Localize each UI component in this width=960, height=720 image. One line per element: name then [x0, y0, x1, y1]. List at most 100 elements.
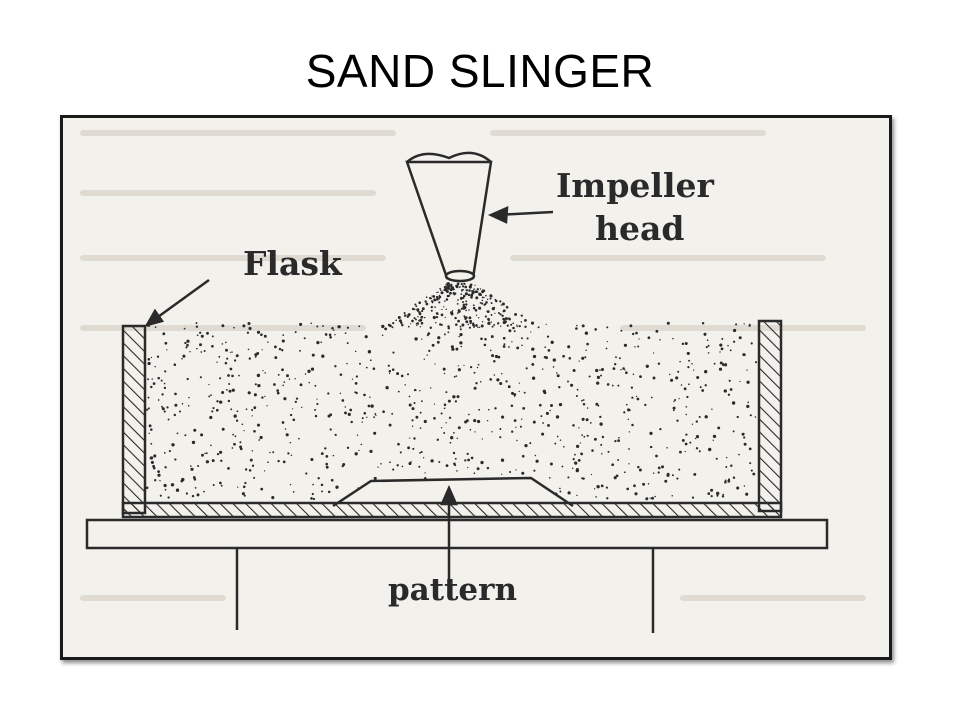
sand-grain	[746, 380, 750, 384]
sand-grain	[430, 387, 432, 389]
sand-grain	[521, 471, 525, 475]
sand-grain	[548, 476, 551, 479]
sand-grain	[211, 410, 214, 413]
sand-grain	[407, 446, 411, 450]
sand-grain	[341, 399, 345, 402]
sand-grain	[457, 368, 461, 372]
sand-grain	[459, 332, 463, 337]
sand-grain	[666, 447, 668, 449]
sand-grain	[264, 395, 266, 398]
sand-grain	[743, 442, 747, 446]
sand-grain	[722, 493, 725, 496]
sand-grain	[593, 437, 597, 441]
sand-grain	[150, 356, 153, 359]
spray-grain	[424, 300, 427, 303]
sand-grain	[418, 465, 421, 468]
sand-grain	[365, 366, 368, 369]
spray-grain	[455, 285, 457, 287]
sand-grain	[241, 492, 245, 496]
sand-grain	[635, 331, 638, 335]
sand-grain	[637, 465, 640, 469]
sand-grain	[205, 452, 208, 455]
sand-grain	[400, 374, 404, 378]
sand-grain	[698, 415, 701, 419]
spray-grain	[488, 319, 490, 322]
spray-grain	[468, 285, 471, 288]
sand-grain	[487, 321, 491, 326]
sand-grain	[505, 380, 508, 383]
spray-grain	[467, 323, 469, 326]
sand-grain	[617, 439, 620, 442]
sand-grain	[596, 375, 601, 379]
sand-grain	[650, 396, 653, 399]
sand-grain	[325, 455, 329, 458]
sand-grain	[678, 397, 680, 400]
sand-grain	[385, 386, 389, 390]
spray-grain	[464, 285, 468, 289]
spray-grain	[495, 299, 498, 303]
sand-grain	[541, 432, 545, 436]
sand-grain	[750, 469, 753, 472]
sand-grain	[267, 461, 269, 464]
sand-grain	[513, 419, 517, 422]
sand-grain	[601, 435, 605, 439]
spray-grain	[456, 286, 459, 289]
sand-grain	[473, 386, 477, 390]
sand-grain	[567, 491, 571, 495]
spray-grain	[445, 290, 449, 293]
spray-grain	[454, 292, 457, 295]
sand-grain	[588, 375, 591, 378]
sand-grain	[699, 386, 702, 389]
spray-grain	[419, 319, 423, 322]
sand-grain	[647, 336, 651, 340]
sand-grain	[586, 407, 589, 409]
sand-grain	[194, 487, 197, 489]
sand-grain	[599, 422, 603, 426]
sand-grain	[310, 322, 312, 325]
sand-grain	[456, 437, 459, 440]
sand-grain	[216, 361, 218, 363]
sand-grain	[203, 490, 205, 493]
sand-grain	[633, 484, 636, 488]
sand-grain	[750, 342, 753, 345]
sand-grain	[627, 408, 631, 412]
spray-grain	[416, 308, 420, 312]
sand-grain	[718, 367, 723, 371]
sand-grain	[502, 336, 506, 340]
sand-grain	[636, 397, 640, 401]
spray-grain	[459, 297, 463, 300]
sand-grain	[261, 349, 263, 351]
sand-grain	[173, 363, 177, 366]
sand-grain	[623, 411, 626, 414]
sand-grain	[625, 371, 628, 375]
sand-grain	[256, 330, 261, 334]
sand-grain	[480, 337, 483, 341]
spray-grain	[435, 295, 439, 299]
spray-grain	[465, 289, 468, 292]
sand-grain	[710, 495, 713, 498]
spray-grain	[438, 301, 441, 304]
sand-grain	[447, 331, 450, 334]
sand-grain	[634, 492, 638, 496]
sand-grain	[419, 427, 422, 429]
sand-grain	[701, 321, 705, 325]
sand-grain	[530, 348, 534, 351]
sand-grain	[260, 487, 264, 491]
sand-grain	[525, 367, 528, 370]
sand-grain	[464, 459, 467, 462]
sand-grain	[244, 481, 247, 485]
sand-grain	[152, 382, 156, 385]
sand-grain	[316, 340, 320, 345]
sand-grain	[583, 435, 586, 438]
sand-grain	[652, 472, 655, 474]
sand-grain	[423, 358, 425, 360]
sand-grain	[164, 370, 167, 373]
sand-grain	[618, 436, 620, 439]
sand-grain	[707, 344, 710, 347]
sand-grain	[331, 327, 334, 330]
sand-grain	[615, 474, 619, 478]
sand-grain	[164, 341, 168, 345]
sand-grain	[157, 399, 160, 401]
sand-grain	[572, 457, 575, 461]
spray-grain	[501, 302, 505, 306]
